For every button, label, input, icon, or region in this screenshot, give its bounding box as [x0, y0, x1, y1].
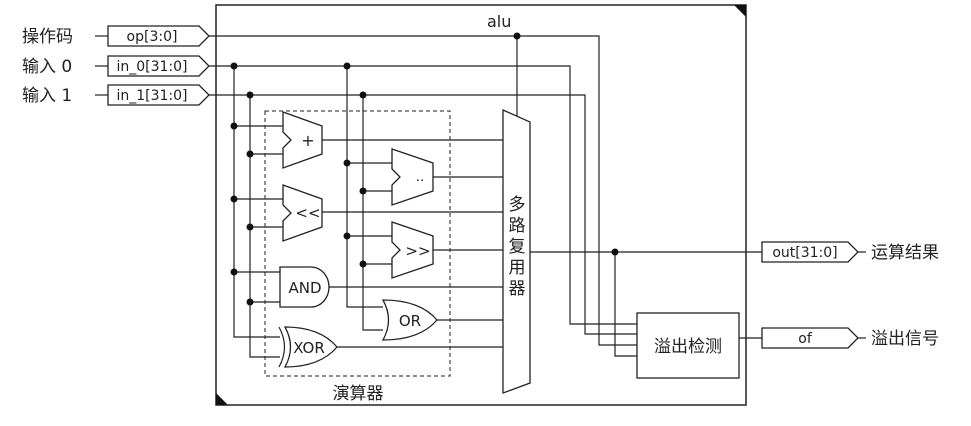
overflow-label: 溢出检测	[654, 337, 722, 357]
junction-dot	[343, 232, 351, 240]
and-gate: AND	[279, 266, 330, 308]
junction-dot	[230, 195, 238, 203]
mux-char: 路	[509, 216, 526, 236]
wire-result-to-overflow	[614, 252, 637, 357]
xor-gate-label: XOR	[293, 339, 325, 357]
junction-dot	[343, 159, 351, 167]
mux-char: 器	[509, 279, 526, 299]
shift-left-unit: <<	[282, 184, 323, 242]
junction-dot	[513, 32, 521, 40]
frame-corner-mark	[734, 5, 746, 17]
and-gate-label: AND	[288, 279, 321, 297]
junction-dot	[230, 62, 238, 70]
port-out: out[31:0]	[761, 241, 859, 263]
junction-dot	[359, 187, 367, 195]
port-in1-label: in_1[31:0]	[116, 88, 187, 104]
junction-dot	[230, 268, 238, 276]
mux-char: 多	[509, 195, 526, 215]
adder-unit: +	[282, 111, 323, 169]
alu-module-frame	[215, 4, 747, 406]
wire-in0-trunk-a	[233, 66, 280, 338]
junction-dot	[246, 150, 254, 158]
wire-in1-trunk-a	[249, 95, 280, 358]
wire-in0	[209, 65, 637, 325]
port-op-label: op[3:0]	[127, 29, 178, 45]
or-gate-label: OR	[399, 312, 421, 330]
wire-op	[209, 35, 637, 346]
port-of: of	[761, 327, 859, 349]
label-in1: 输入 1	[22, 86, 72, 106]
wire-in1	[209, 94, 637, 335]
module-title: alu	[487, 12, 511, 31]
mux-char: 用	[509, 258, 526, 278]
or-gate: OR	[381, 299, 438, 341]
junction-dot	[230, 122, 238, 130]
alu-group-box	[264, 110, 451, 377]
junction-dot	[611, 248, 619, 256]
port-in0: in_0[31:0]	[107, 55, 210, 77]
mux-char: 复	[509, 237, 526, 257]
subtractor-unit: ‥	[391, 148, 434, 206]
port-op: op[3:0]	[107, 25, 210, 47]
alu-group-label: 演算器	[333, 384, 384, 404]
wire-in1-trunk-b	[362, 95, 383, 331]
subtractor-label: ‥	[416, 170, 425, 185]
port-out-label: out[31:0]	[772, 245, 837, 261]
junction-dot	[359, 91, 367, 99]
label-out: 运算结果	[871, 243, 939, 263]
multiplexer: 多 路 复 用 器	[502, 108, 531, 394]
label-in0: 输入 0	[22, 57, 72, 77]
overflow-detector: 溢出检测	[636, 312, 740, 379]
port-in1: in_1[31:0]	[107, 84, 210, 106]
shift-left-label: <<	[295, 204, 320, 222]
junction-dot	[359, 260, 367, 268]
junction-dot	[343, 62, 351, 70]
wire-in0-trunk-b	[346, 66, 383, 308]
junction-dot	[246, 223, 254, 231]
port-of-label: of	[798, 331, 813, 347]
junction-dot	[246, 91, 254, 99]
label-op: 操作码	[22, 27, 73, 47]
junction-dot	[246, 298, 254, 306]
frame-corner-mark	[216, 393, 228, 405]
adder-label: +	[301, 131, 314, 150]
shift-right-unit: >>	[391, 221, 434, 279]
port-in0-label: in_0[31:0]	[116, 59, 187, 75]
xor-gate: XOR	[278, 326, 338, 368]
shift-right-label: >>	[405, 242, 430, 260]
label-of: 溢出信号	[871, 329, 939, 349]
junction-dots	[230, 32, 619, 306]
